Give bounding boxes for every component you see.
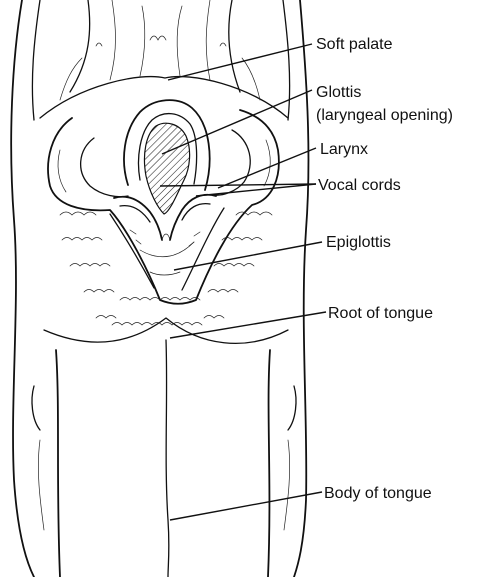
labels: Soft palate Glottis (laryngeal opening) …	[316, 36, 453, 502]
throat-walls	[11, 0, 308, 577]
label-root-of-tongue: Root of tongue	[328, 305, 433, 322]
glottis-opening	[144, 123, 189, 214]
leader-epiglottis	[174, 242, 322, 270]
leader-soft-palate	[168, 44, 312, 80]
leader-glottis	[162, 90, 312, 154]
label-body-of-tongue: Body of tongue	[324, 485, 432, 502]
body-of-tongue	[32, 340, 296, 577]
root-of-tongue-texture	[44, 212, 288, 343]
label-larynx: Larynx	[320, 141, 368, 158]
label-glottis-subtitle: (laryngeal opening)	[316, 107, 453, 124]
leader-body-of-tongue	[170, 492, 322, 520]
leader-root-of-tongue	[170, 312, 326, 338]
leader-larynx	[218, 148, 316, 188]
label-glottis: Glottis	[316, 84, 361, 101]
label-vocal-cords: Vocal cords	[318, 177, 401, 194]
leader-lines	[160, 44, 326, 520]
epiglottis-body	[110, 208, 224, 290]
label-epiglottis: Epiglottis	[326, 234, 391, 251]
label-soft-palate: Soft palate	[316, 36, 393, 53]
